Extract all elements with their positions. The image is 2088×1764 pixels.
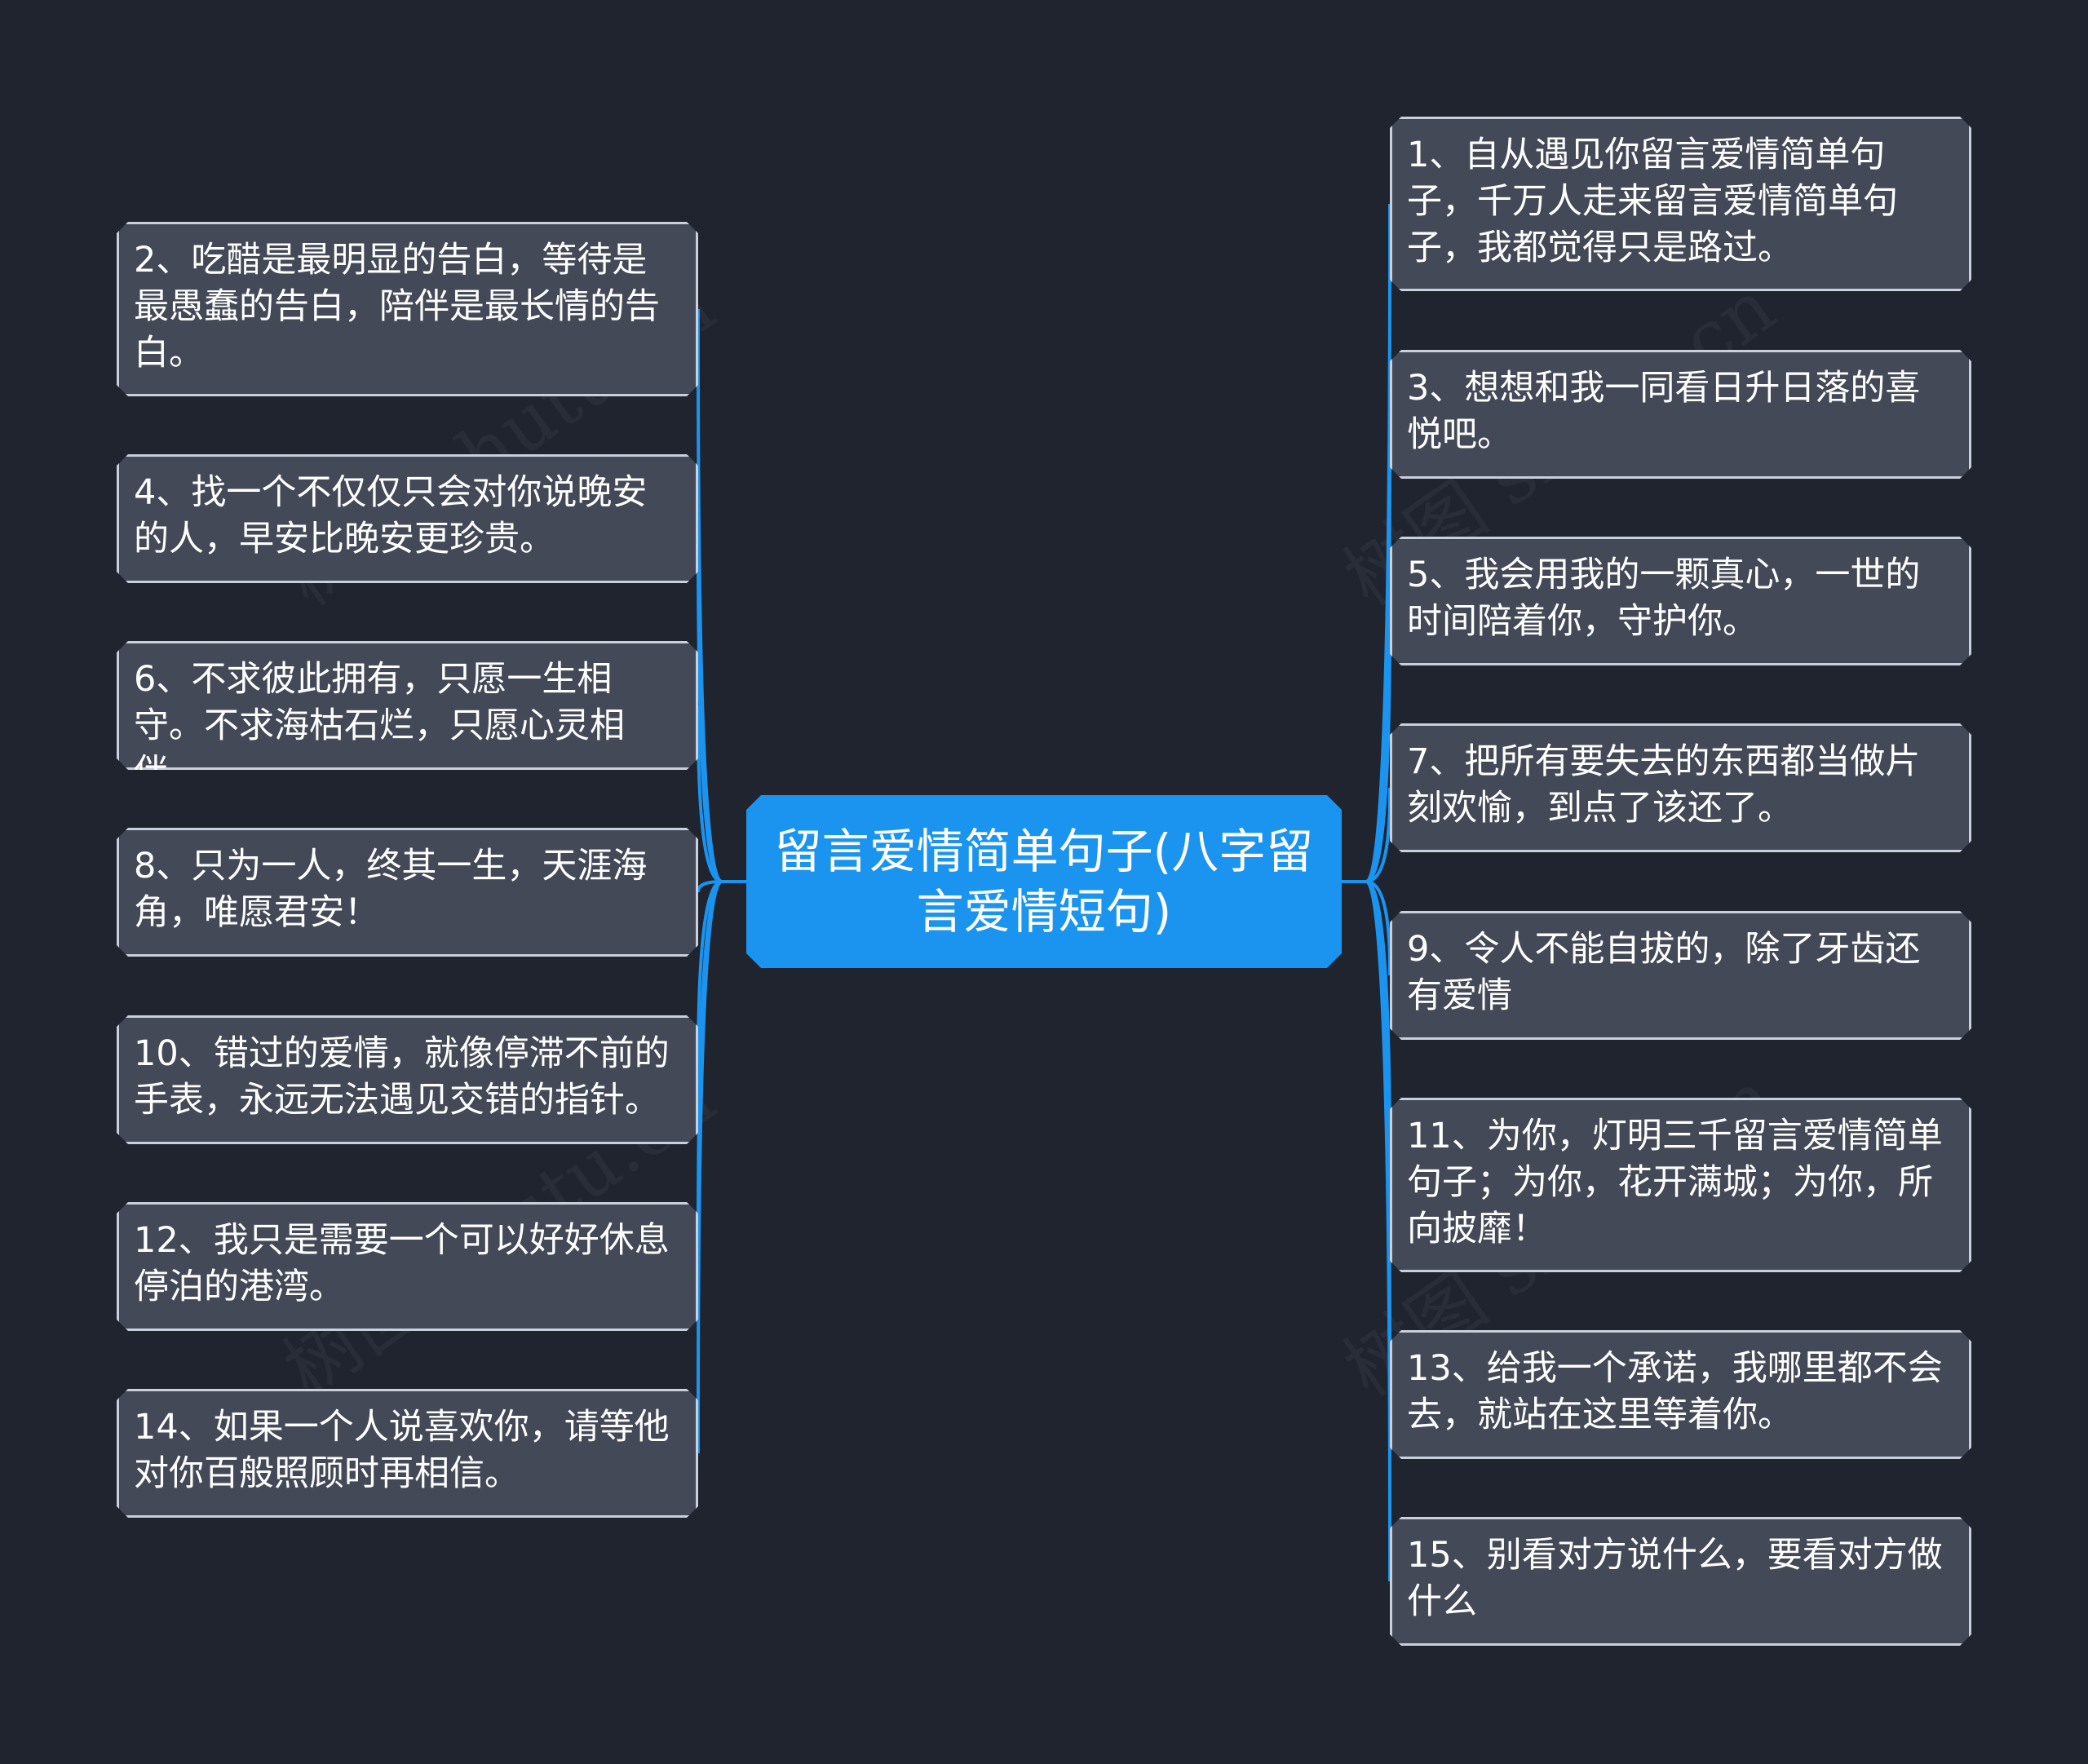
branch-node-label: 5、我会用我的一颗真心，一世的时间陪着你，守护你。 [1407,555,1921,642]
connector-line [696,880,746,1454]
branch-node-right[interactable]: 3、想想和我一同看日升日落的喜悦吧。 [1390,350,1971,479]
connector-line [696,518,746,883]
branch-node-right[interactable]: 5、我会用我的一颗真心，一世的时间陪着你，守护你。 [1390,537,1971,665]
branch-node-right[interactable]: 15、别看对方说什么，要看对方做什么 [1390,1517,1971,1646]
branch-node-label: 10、错过的爱情，就像停滞不前的手表，永远无法遇见交错的指针。 [134,1033,670,1121]
branch-node-label: 15、别看对方说什么，要看对方做什么 [1407,1535,1943,1622]
branch-node-label: 8、只为一人，终其一生，天涯海角，唯愿君安！ [134,846,648,933]
branch-node-label: 2、吃醋是最明显的告白，等待是最愚蠢的告白，陪伴是最长情的告白。 [134,240,660,374]
branch-node-left[interactable]: 6、不求彼此拥有，只愿一生相守。不求海枯石烂，只愿心灵相伴。 [117,641,698,770]
branch-node-left[interactable]: 12、我只是需要一个可以好好休息停泊的港湾。 [117,1202,698,1331]
branch-node-label: 1、自从遇见你留言爱情简单句子，千万人走来留言爱情简单句子，我都觉得只是路过。 [1407,135,1898,268]
branch-node-right[interactable]: 9、令人不能自拔的，除了牙齿还有爱情 [1390,911,1971,1040]
connector-line [1342,880,1392,1582]
branch-node-right[interactable]: 7、把所有要失去的东西都当做片刻欢愉，到点了该还了。 [1390,723,1971,852]
root-topic-label: 留言爱情简单句子(八字留言爱情短句) [774,824,1314,939]
branch-node-left[interactable]: 2、吃醋是最明显的告白，等待是最愚蠢的告白，陪伴是最长情的告白。 [117,222,698,396]
branch-node-label: 14、如果一个人说喜欢你，请等他对你百般照顾时再相信。 [134,1407,670,1494]
branch-node-right[interactable]: 11、为你，灯明三千留言爱情简单句子；为你，花开满城；为你，所向披靡！ [1390,1098,1971,1272]
branch-node-label: 9、令人不能自拔的，除了牙齿还有爱情 [1407,929,1921,1016]
branch-node-label: 11、为你，灯明三千留言爱情简单句子；为你，花开满城；为你，所向披靡！ [1407,1116,1943,1249]
branch-node-right[interactable]: 13、给我一个承诺，我哪里都不会去，就站在这里等着你。 [1390,1330,1971,1459]
branch-node-label: 3、想想和我一同看日升日落的喜悦吧。 [1407,368,1921,455]
connector-line [696,880,746,1267]
root-topic[interactable]: 留言爱情简单句子(八字留言爱情短句) [746,795,1342,968]
branch-node-left[interactable]: 14、如果一个人说喜欢你，请等他对你百般照顾时再相信。 [117,1389,698,1518]
branch-node-label: 12、我只是需要一个可以好好休息停泊的港湾。 [134,1220,670,1307]
branch-node-label: 13、给我一个承诺，我哪里都不会去，就站在这里等着你。 [1407,1348,1943,1435]
branch-node-label: 7、把所有要失去的东西都当做片刻欢愉，到点了该还了。 [1407,741,1921,829]
connector-line [1342,880,1392,1395]
connector-line [1342,413,1392,883]
branch-node-right[interactable]: 1、自从遇见你留言爱情简单句子，千万人走来留言爱情简单句子，我都觉得只是路过。 [1390,117,1971,291]
branch-node-left[interactable]: 10、错过的爱情，就像停滞不前的手表，永远无法遇见交错的指针。 [117,1015,698,1144]
branch-node-left[interactable]: 4、找一个不仅仅只会对你说晚安的人，早安比晚安更珍贵。 [117,454,698,583]
branch-node-label: 4、找一个不仅仅只会对你说晚安的人，早安比晚安更珍贵。 [134,472,648,559]
branch-node-left[interactable]: 8、只为一人，终其一生，天涯海角，唯愿君安！ [117,828,698,957]
